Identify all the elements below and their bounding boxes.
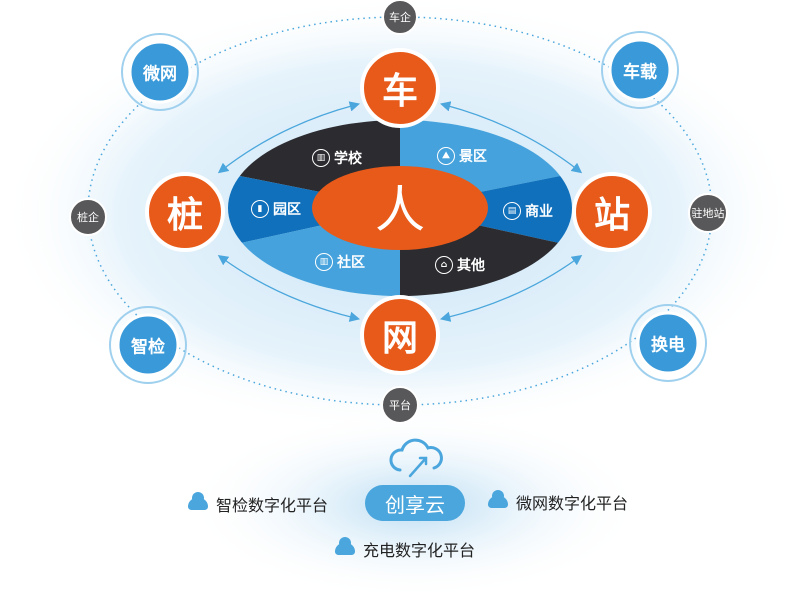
- center-ellipse: [312, 166, 488, 250]
- node-station-label[interactable]: 站: [593, 195, 631, 236]
- node-pile: [145, 172, 225, 252]
- node-platform: [381, 386, 419, 424]
- ring-nodes: [109, 31, 707, 384]
- scenic-icon: ⛰: [437, 147, 455, 165]
- platform-charging[interactable]: 充电数字化平台: [335, 537, 475, 561]
- arrow-pile-car: [217, 101, 361, 174]
- node-station-site: [688, 193, 728, 233]
- segment-other-label[interactable]: ⌂其他: [435, 255, 485, 275]
- inspection-label[interactable]: 智检: [131, 337, 165, 358]
- school-icon: ▥: [312, 149, 330, 167]
- platform-microgrid[interactable]: 微网数字化平台: [488, 490, 628, 514]
- segment-park-label[interactable]: ▮园区: [251, 199, 301, 219]
- other-icon: ⌂: [435, 256, 453, 274]
- segment-community-label[interactable]: ▥社区: [315, 252, 365, 272]
- segment-commerce: [400, 168, 572, 252]
- microgrid-label[interactable]: 微网: [143, 64, 177, 85]
- node-pile-company: [69, 198, 107, 236]
- node-pile-label[interactable]: 桩: [166, 195, 204, 236]
- cloud-icon: [188, 492, 208, 510]
- station-site-label[interactable]: 驻地站: [691, 207, 725, 220]
- arrow-station-network: [439, 254, 583, 322]
- segment-park: [228, 168, 400, 252]
- arrow-car-station: [439, 101, 583, 174]
- platform-label[interactable]: 平台: [389, 399, 411, 412]
- pile-company-label[interactable]: 桩企: [77, 211, 99, 224]
- vehicle-label[interactable]: 车载: [623, 62, 657, 83]
- node-car-company: [382, 0, 418, 35]
- node-car-label[interactable]: 车: [381, 71, 419, 112]
- cloud-icon: [488, 490, 508, 508]
- platform-inspection[interactable]: 智检数字化平台: [188, 492, 328, 516]
- commerce-icon: ▤: [503, 202, 521, 220]
- arrow-network-pile: [217, 254, 361, 322]
- park-icon: ▮: [251, 200, 269, 218]
- car-company-label[interactable]: 车企: [389, 11, 411, 24]
- cloud-sync-icon: [389, 438, 443, 478]
- segment-scenic-label[interactable]: ⛰景区: [437, 146, 487, 166]
- node-station: [572, 172, 652, 252]
- center-label: 人: [375, 181, 425, 239]
- segment-school-label[interactable]: ▥学校: [312, 148, 362, 168]
- node-network: [360, 295, 440, 375]
- cloud-icon: [335, 537, 355, 555]
- node-network-label[interactable]: 网: [381, 318, 419, 359]
- node-car: [360, 48, 440, 128]
- segment-commerce-label[interactable]: ▤商业: [503, 201, 553, 221]
- community-icon: ▥: [315, 253, 333, 271]
- cloud-platform-button[interactable]: 创享云: [365, 485, 465, 521]
- battery-swap-label[interactable]: 换电: [651, 335, 685, 356]
